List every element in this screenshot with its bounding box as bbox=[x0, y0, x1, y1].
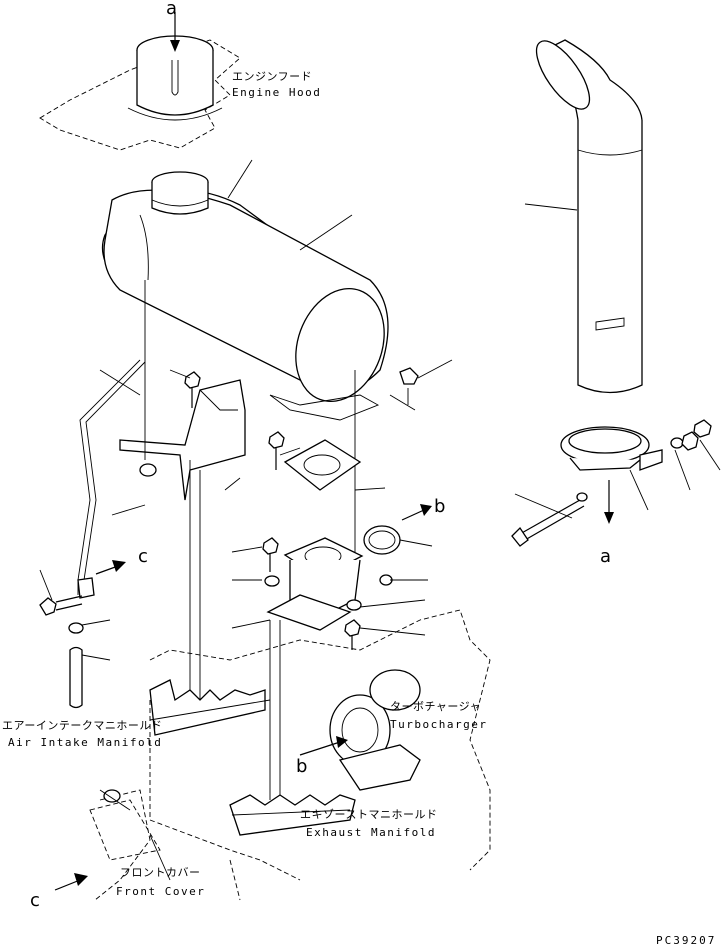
left-bolt bbox=[39, 595, 83, 616]
nut-icon-3 bbox=[399, 367, 419, 385]
exhaust-manifold bbox=[229, 794, 356, 836]
drawing-code: PC39207 bbox=[656, 934, 716, 947]
stack-clamp bbox=[560, 426, 663, 471]
turbocharger bbox=[329, 669, 421, 791]
bolt-icon-2 bbox=[344, 619, 361, 637]
exhaust-manifold-label-jp: エキゾーストマニホールド bbox=[300, 808, 437, 821]
exhaust-manifold-label-en: Exhaust Manifold bbox=[306, 826, 436, 839]
turbocharger-label-jp: ターボチャージャ bbox=[390, 700, 481, 713]
ref-b-right-label: b bbox=[434, 496, 445, 517]
clamp-bolt bbox=[511, 492, 588, 547]
washer-icon bbox=[670, 437, 684, 449]
air-intake-manifold bbox=[149, 679, 271, 736]
engine-hood-label-jp: エンジンフード bbox=[232, 70, 312, 83]
ref-c-left-label: c bbox=[138, 546, 148, 567]
ref-a-top: a bbox=[166, 0, 180, 52]
nut-icon-7 bbox=[346, 599, 362, 611]
front-cover-label-jp: フロントカバー bbox=[120, 866, 201, 879]
engine-hood-label-en: Engine Hood bbox=[232, 86, 321, 99]
ref-a-bottom: a bbox=[600, 480, 614, 567]
bolt-head-icon bbox=[184, 371, 201, 389]
muffler bbox=[101, 171, 389, 421]
nut-icon-5 bbox=[264, 575, 280, 587]
leader-lines bbox=[39, 159, 721, 881]
bolt-head-icon-2 bbox=[268, 431, 285, 449]
ref-a-top-label: a bbox=[166, 0, 177, 19]
nut-icon-2 bbox=[693, 419, 712, 438]
bolt-icon bbox=[262, 537, 279, 555]
exhaust-elbow bbox=[266, 537, 364, 631]
gasket bbox=[283, 439, 362, 491]
exhaust-stack bbox=[535, 39, 643, 394]
air-intake-label-jp: エアーインテークマニホールド bbox=[2, 719, 162, 732]
front-cover-label-en: Front Cover bbox=[116, 885, 205, 898]
nut-icon-4 bbox=[139, 463, 157, 477]
ref-a-bottom-label: a bbox=[600, 546, 611, 567]
front-cover-part bbox=[89, 789, 161, 861]
engine-outline bbox=[94, 609, 491, 901]
turbocharger-label-en: Turbocharger bbox=[390, 718, 487, 731]
engine-hood bbox=[39, 35, 241, 151]
nut-icon bbox=[681, 431, 699, 451]
ref-b-lower-label: b bbox=[296, 756, 307, 777]
air-intake-label-en: Air Intake Manifold bbox=[8, 736, 162, 749]
nut-icon-8 bbox=[68, 622, 84, 634]
ring-seal bbox=[363, 525, 401, 555]
ref-c-bottom-label: c bbox=[30, 890, 40, 911]
muffler-bracket bbox=[119, 379, 246, 501]
spacer bbox=[69, 646, 83, 709]
support-rod-left bbox=[77, 359, 146, 599]
